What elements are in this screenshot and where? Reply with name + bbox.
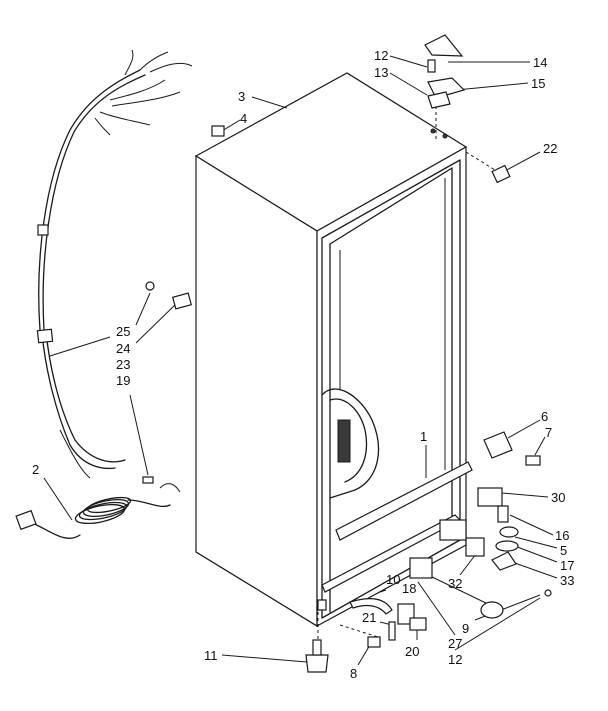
- top-hinge-parts: [424, 34, 511, 184]
- callout-23: 23: [116, 357, 130, 372]
- callout-15: 15: [531, 76, 545, 91]
- callout-10: 10: [386, 572, 400, 587]
- callout-20: 20: [405, 644, 419, 659]
- callout-12: 12: [374, 48, 388, 63]
- lower-parts: [305, 557, 552, 673]
- callout-33: 33: [560, 573, 574, 588]
- callout-2: 2: [32, 462, 39, 477]
- callout-11: 11: [204, 648, 218, 663]
- callout-19: 19: [116, 373, 130, 388]
- callout-13: 13: [374, 65, 388, 80]
- callout-18: 18: [402, 581, 416, 596]
- callout-7: 7: [545, 425, 552, 440]
- callout-32: 32: [448, 576, 462, 591]
- callout-16: 16: [555, 528, 569, 543]
- callout-3: 3: [238, 89, 245, 104]
- callout-5: 5: [560, 543, 567, 558]
- callout-27: 27: [448, 636, 462, 651]
- callout-1: 1: [420, 429, 427, 444]
- callout-21: 21: [362, 610, 376, 625]
- wiring-harness: [15, 49, 225, 539]
- callout-22: 22: [543, 141, 557, 156]
- callout-9: 9: [462, 621, 469, 636]
- callout-30: 30: [551, 490, 565, 505]
- callout-4: 4: [240, 111, 247, 126]
- callout-24: 24: [116, 341, 130, 356]
- callout-17: 17: [560, 558, 574, 573]
- leader-lines: [43, 55, 558, 666]
- callout-14: 14: [533, 55, 547, 70]
- callout-6: 6: [541, 409, 548, 424]
- callout-8: 8: [350, 666, 357, 681]
- cabinet: [194, 72, 473, 628]
- callout-12b: 12: [448, 652, 462, 667]
- callout-25: 25: [116, 324, 130, 339]
- callout-labels: 3 4 12 13 14 15 22 25 24 23 19 2 1 6 7 3…: [32, 48, 574, 681]
- bottom-hinge-parts: [439, 431, 541, 571]
